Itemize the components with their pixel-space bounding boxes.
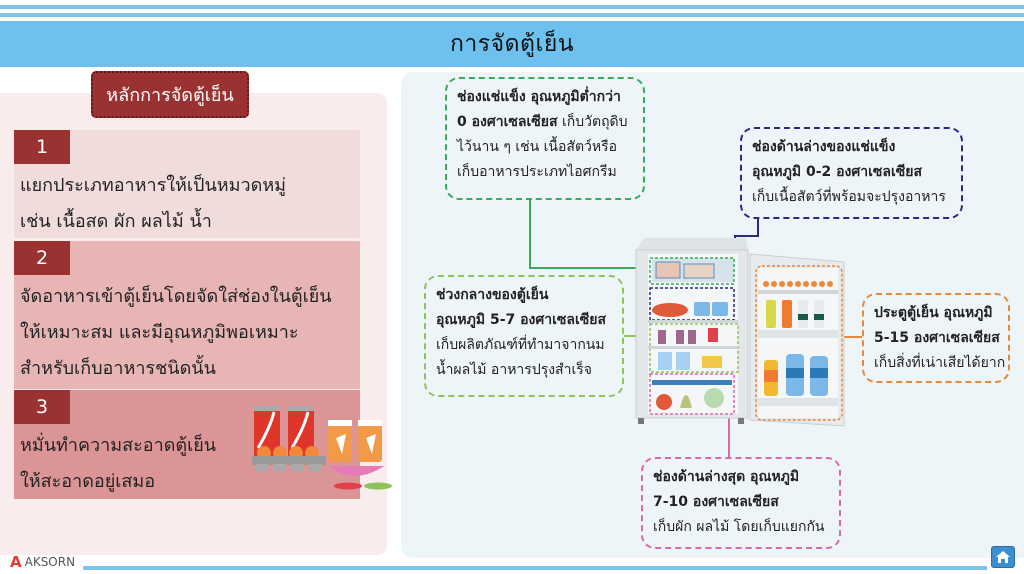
- step-line: จัดอาหารเข้าตู้เย็นโดยจัดใส่ช่องในตู้เย็…: [20, 286, 332, 307]
- callout-heading: ช่องด้านล่างสุด อุณหภูมิ: [653, 469, 800, 485]
- callout-heading: ช่วงกลางของตู้เย็น: [436, 287, 549, 303]
- callout-freezer: ช่องแช่แข็ง อุณหภูมิต่ำกว่า 0 องศาเซลเซี…: [445, 77, 645, 200]
- callout-temperature: 5-15 องศาเซลเซียส: [874, 330, 1000, 346]
- callout-heading: ประตูตู้เย็น อุณหภูมิ: [874, 305, 993, 321]
- step-line: แยกประเภทอาหารให้เป็นหมวดหมู่: [20, 175, 287, 196]
- step-text: จัดอาหารเข้าตู้เย็นโดยจัดใส่ช่องในตู้เย็…: [20, 279, 332, 387]
- step-number: 2: [14, 241, 70, 275]
- fridge-illustration: [635, 238, 845, 427]
- page-title: การจัดตู้เย็น: [449, 31, 575, 57]
- callout-temperature: 0 องศาเซลเซียส: [457, 114, 558, 130]
- callout-text: เก็บสิ่งที่เน่าเสียได้ยาก: [874, 355, 1006, 371]
- callout-bottom-drawer: ช่องด้านล่างสุด อุณหภูมิ 7-10 องศาเซลเซี…: [641, 457, 841, 549]
- step-line: เช่น เนื้อสด ผัก ผลไม้ น้ำ: [20, 211, 212, 232]
- callout-text: น้ำผลไม้ อาหารปรุงสำเร็จ: [436, 362, 592, 378]
- callout-temperature: อุณหภูมิ 0-2 องศาเซลเซียส: [752, 164, 923, 180]
- step-1: 1 แยกประเภทอาหารให้เป็นหมวดหมู่ เช่น เนื…: [14, 130, 360, 238]
- callout-text: เก็บเนื้อสัตว์ที่พร้อมจะปรุงอาหาร: [752, 189, 946, 205]
- logo-mark-icon: A: [10, 553, 22, 571]
- callout-text: เก็บผลิตภัณฑ์ที่ทำมาจากนม: [436, 337, 605, 353]
- callout-heading: ช่องด้านล่างของแช่แข็ง: [752, 139, 896, 155]
- top-stripe: [0, 13, 1024, 17]
- callout-door: ประตูตู้เย็น อุณหภูมิ 5-15 องศาเซลเซียส …: [862, 293, 1010, 383]
- callout-text: เก็บวัตถุดิบ: [557, 114, 628, 130]
- aksorn-logo: A AKSORN: [10, 553, 75, 571]
- home-icon: [996, 551, 1010, 563]
- step-text: แยกประเภทอาหารให้เป็นหมวดหมู่ เช่น เนื้อ…: [20, 168, 286, 240]
- step-2: 2 จัดอาหารเข้าตู้เย็นโดยจัดใส่ช่องในตู้เ…: [14, 241, 360, 389]
- title-bar: การจัดตู้เย็น: [0, 21, 1024, 67]
- section-title: หลักการจัดตู้เย็น: [91, 71, 249, 118]
- step-line: ให้เหมาะสม และมีอุณหภูมิพอเหมาะ: [20, 322, 299, 343]
- callout-middle-shelf: ช่วงกลางของตู้เย็น อุณหภูมิ 5-7 องศาเซลเ…: [424, 275, 624, 397]
- step-number: 1: [14, 130, 70, 164]
- footer-line: [83, 566, 987, 570]
- callout-text: เก็บอาหารประเภทไอศกรีม: [457, 164, 617, 180]
- logo-text: AKSORN: [24, 555, 76, 569]
- callout-text: เก็บผัก ผลไม้ โดยเก็บแยกกัน: [653, 519, 825, 535]
- callout-heading: ช่องแช่แข็ง อุณหภูมิต่ำกว่า: [457, 89, 621, 105]
- step-line: หมั่นทำความสะอาดตู้เย็น: [20, 435, 217, 456]
- callout-text: ไว้นาน ๆ เช่น เนื้อสัตว์หรือ: [457, 139, 618, 155]
- food-items-illustration: [252, 406, 392, 490]
- step-text: หมั่นทำความสะอาดตู้เย็น ให้สะอาดอยู่เสมอ: [20, 428, 216, 500]
- top-stripe: [0, 5, 1024, 9]
- callout-temperature: 7-10 องศาเซลเซียส: [653, 494, 779, 510]
- step-line: ให้สะอาดอยู่เสมอ: [20, 471, 156, 492]
- home-button[interactable]: [991, 546, 1015, 568]
- step-line: สำหรับเก็บอาหารชนิดนั้น: [20, 358, 216, 379]
- callout-temperature: อุณหภูมิ 5-7 องศาเซลเซียส: [436, 312, 607, 328]
- step-number: 3: [14, 390, 70, 424]
- callout-under-freezer: ช่องด้านล่างของแช่แข็ง อุณหภูมิ 0-2 องศา…: [740, 127, 963, 219]
